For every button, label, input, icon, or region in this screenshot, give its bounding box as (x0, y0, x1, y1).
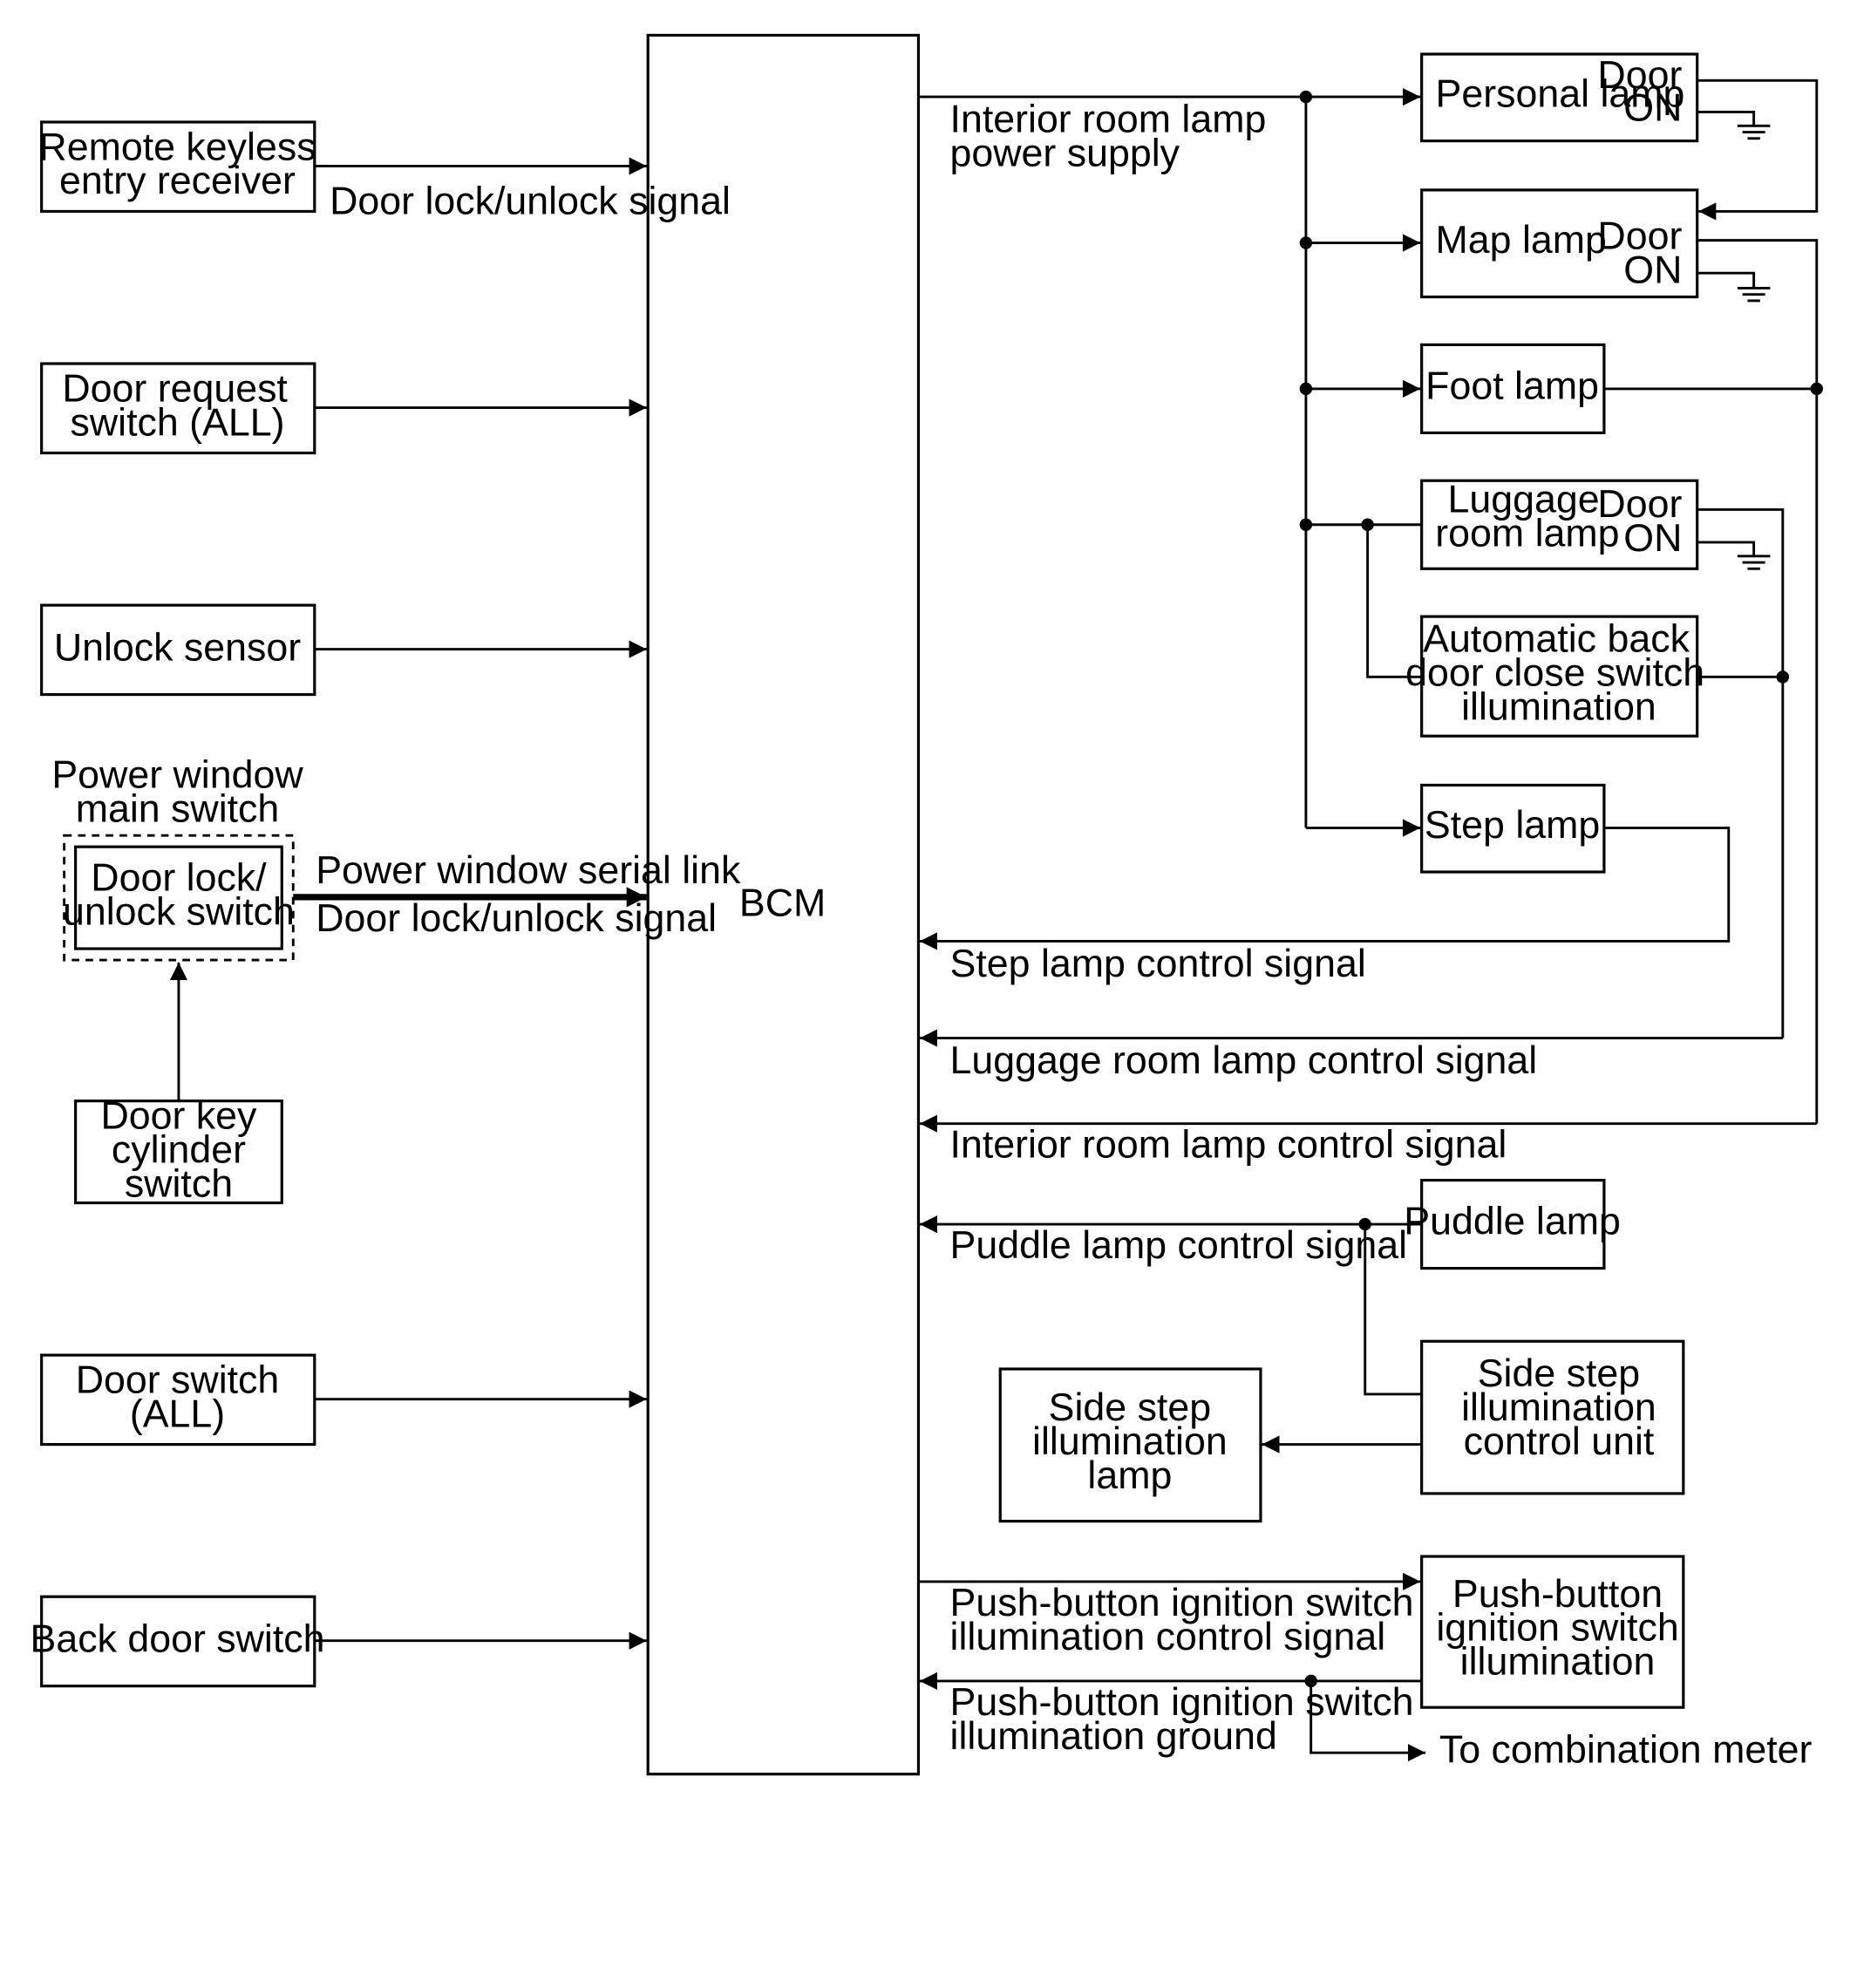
automatic-back-door-close-switch-illumination-label: illumination (1461, 685, 1656, 728)
step-lamp-control-signal-label: Step lamp control signal (950, 943, 1366, 985)
personal-lamp-on-label: ON (1623, 87, 1682, 130)
map-lamp-box (1420, 188, 1699, 299)
puddle-lamp-label: Puddle lamp (1404, 1201, 1621, 1243)
junction-dot (1299, 236, 1313, 249)
unlock-sensor-label: Unlock sensor (54, 627, 301, 670)
luggage-room-lamp-label: Luggage (1448, 478, 1600, 521)
door-lock-unlock-switch-label: unlock switch (63, 891, 295, 934)
automatic-back-door-close-switch-illumination-label: Automatic back (1423, 617, 1690, 660)
automatic-back-door-close-switch-illumination-label: door close switch (1405, 651, 1704, 694)
step-lamp-box (1420, 783, 1606, 874)
side-step-illumination-control-unit-box (1420, 1339, 1685, 1495)
puddle-lamp-box (1420, 1178, 1606, 1270)
map-lamp-on-label: ON (1623, 249, 1682, 292)
luggage-room-lamp-control-signal-label: Luggage room lamp control signal (950, 1039, 1538, 1082)
personal-lamp-box (1420, 52, 1699, 143)
map-lamp-ground-wire (1697, 271, 1756, 289)
side-step-illumination-control-unit-label: control unit (1464, 1420, 1655, 1463)
door-lock-unlock-switch-box (74, 845, 283, 950)
ground-icon (1737, 555, 1771, 570)
automatic-back-door-illumination-feed-wire (1366, 524, 1422, 678)
foot-lamp-box (1420, 343, 1606, 434)
interior-room-lamp-power-supply-label: Interior room lamp (950, 99, 1267, 141)
side-step-illumination-control-unit-label: Side step (1478, 1352, 1640, 1395)
luggage-room-lamp-door-output-wire (1697, 507, 1785, 1038)
push-button-ignition-switch-illumination-box (1420, 1555, 1685, 1709)
interior-room-lamp-control-signal-label: Interior room lamp control signal (950, 1124, 1507, 1167)
step-lamp-control-signal-wire (919, 827, 1731, 950)
back-door-switch-box (40, 1595, 316, 1688)
back-door-switch-label: Back door switch (30, 1618, 324, 1661)
door-switch-box (40, 1353, 316, 1447)
map-lamp-label: Map lamp (1436, 219, 1607, 262)
puddle-lamp-control-signal-label: Puddle lamp control signal (950, 1224, 1408, 1267)
power-window-main-switch-label: Power window (51, 753, 303, 796)
to-combination-meter-label: To combination meter (1439, 1729, 1813, 1772)
push-button-illumination-control-signal-label: illumination control signal (950, 1616, 1386, 1658)
junction-dot (1299, 518, 1313, 531)
push-button-ignition-switch-illumination-label: illumination (1460, 1641, 1656, 1684)
puddle-to-side-step-control-unit-wire (1364, 1224, 1422, 1396)
luggage-room-lamp-label: room lamp (1435, 512, 1619, 555)
map-lamp-door-output-wire (1697, 239, 1819, 1124)
side-step-illumination-lamp-label: lamp (1087, 1454, 1172, 1497)
bcm-label: BCM (739, 882, 826, 925)
personal-lamp-ground-wire (1697, 110, 1756, 126)
door-key-cylinder-switch-label: cylinder (112, 1128, 246, 1171)
power-window-main-switch-label: main switch (76, 787, 280, 830)
ground-icon (1737, 287, 1771, 303)
map-lamp-door-label: Door (1597, 215, 1682, 258)
door-key-cylinder-switch-label: switch (125, 1162, 233, 1205)
luggage-room-lamp-door-label: Door (1597, 483, 1682, 526)
door-key-cylinder-switch-box (74, 1100, 283, 1205)
door-request-switch-label: switch (ALL) (70, 401, 284, 444)
power-window-serial-link-label: Power window serial link (316, 849, 741, 892)
bcm-box (646, 33, 921, 1776)
unlock-sensor-box (40, 603, 316, 697)
remote-keyless-entry-receiver-label: entry receiver (59, 160, 296, 202)
luggage-room-lamp-ground-wire (1697, 541, 1756, 556)
side-step-illumination-lamp-label: Side step (1049, 1386, 1211, 1429)
side-step-illumination-lamp-label: illumination (1032, 1420, 1228, 1463)
push-button-ignition-switch-illumination-label: ignition switch (1436, 1607, 1678, 1650)
door-request-switch-box (40, 362, 316, 455)
personal-lamp-door-label: Door (1597, 54, 1682, 97)
door-switch-label: Door switch (76, 1358, 280, 1401)
door-lock-unlock-signal-label: Door lock/unlock signal (316, 897, 717, 940)
side-step-illumination-lamp-box (998, 1367, 1262, 1523)
side-step-illumination-control-unit-label: illumination (1461, 1386, 1656, 1429)
door-key-cylinder-switch-label: Door key (100, 1094, 257, 1137)
door-request-switch-label: Door request (62, 367, 288, 410)
push-button-ignition-switch-illumination-label: Push-button (1452, 1573, 1663, 1616)
interior-room-lamp-power-supply-label: power supply (950, 132, 1180, 174)
door-lock-unlock-signal-label: Door lock/unlock signal (330, 180, 731, 222)
door-lock-unlock-switch-label: Door lock/ (91, 857, 267, 900)
push-button-illumination-ground-label: Push-button ignition switch (950, 1681, 1414, 1724)
personal-lamp-label: Personal lamp (1436, 73, 1685, 116)
ground-icon (1737, 124, 1771, 140)
door-switch-label: (ALL) (130, 1392, 225, 1435)
step-lamp-label: Step lamp (1425, 804, 1600, 847)
foot-lamp-label: Foot lamp (1425, 364, 1599, 407)
remote-keyless-entry-receiver-label: Remote keyless (38, 126, 316, 168)
power-window-main-switch-boundary (63, 834, 295, 962)
luggage-room-lamp-on-label: ON (1623, 517, 1682, 560)
junction-dot (1776, 671, 1790, 684)
to-combination-meter-wire (1309, 1680, 1425, 1762)
luggage-room-lamp-box (1420, 479, 1699, 570)
push-button-illumination-ground-label: illumination ground (950, 1715, 1277, 1758)
remote-keyless-entry-receiver-box (40, 120, 316, 214)
junction-dot (1810, 382, 1823, 396)
junction-dot (1299, 90, 1313, 104)
push-button-illumination-control-signal-label: Push-button ignition switch (950, 1582, 1414, 1624)
junction-dot (1299, 382, 1313, 396)
personal-lamp-door-to-map-lamp-wire (1697, 78, 1819, 221)
